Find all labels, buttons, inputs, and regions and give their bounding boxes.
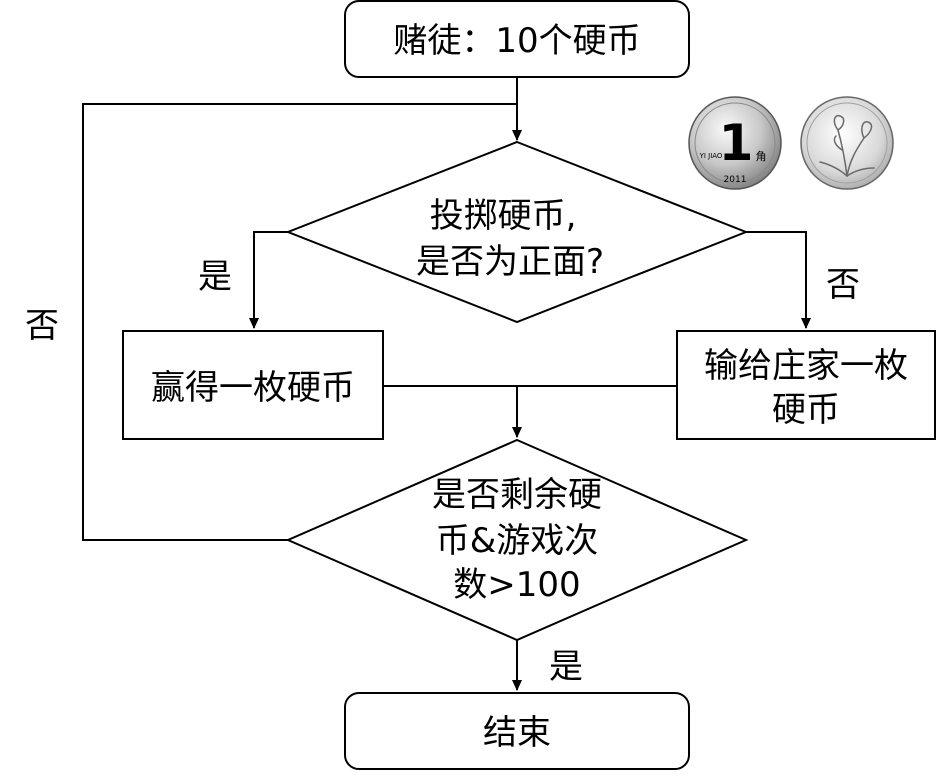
decision2-node: 是否剩余硬 币&游戏次 数>100	[285, 438, 749, 642]
decision1-line1: 投掷硬币,	[430, 196, 577, 236]
coin-front-side-char: 角	[756, 150, 767, 163]
yes-to-win-arrow	[249, 231, 288, 329]
win-node: 赢得一枚硬币	[122, 330, 384, 440]
end-node: 结束	[344, 692, 690, 770]
coin-front-year: 2011	[724, 175, 747, 185]
end-yes-label: 是	[549, 647, 583, 687]
coin-front-icon: 1 YI JIAO 角 2011	[688, 96, 782, 190]
end-label: 结束	[483, 713, 551, 753]
decision2-line1: 是否剩余硬	[432, 475, 602, 515]
lose-label-line2: 硬币	[772, 390, 840, 430]
start-label: 赌徒：10个硬币	[393, 21, 640, 61]
decision2-line3: 数>100	[453, 565, 580, 605]
win-label: 赢得一枚硬币	[151, 368, 355, 408]
connectors	[82, 77, 811, 691]
loop-no-label: 否	[25, 306, 59, 346]
no-to-lose-arrow	[746, 231, 811, 329]
coin-front-numeral: 1	[719, 114, 754, 172]
coin-front-pinyin: YI JIAO	[699, 152, 723, 160]
coin-back-icon	[800, 96, 894, 190]
orchid-icon	[819, 114, 875, 177]
decision1-no-label: 否	[826, 265, 860, 305]
decision2-line2: 币&游戏次	[436, 521, 599, 561]
lose-node: 输给庄家一枚 硬币	[676, 330, 936, 440]
lose-label-line1: 输给庄家一枚	[704, 346, 908, 386]
decision1-node: 投掷硬币, 是否为正面?	[285, 140, 749, 324]
decision1-yes-label: 是	[198, 257, 232, 297]
loop-back-line	[82, 103, 517, 541]
decision1-line2: 是否为正面?	[416, 242, 604, 282]
start-node: 赌徒：10个硬币	[344, 0, 690, 78]
